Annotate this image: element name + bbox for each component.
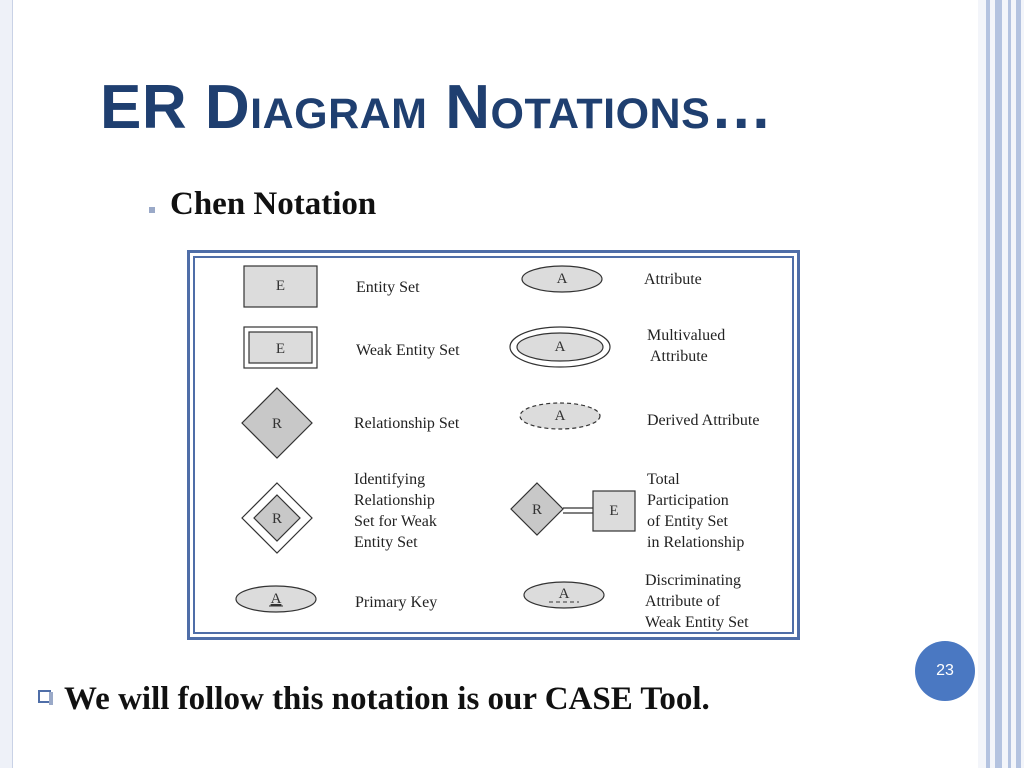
multivalued-attribute-inner-symbol	[516, 332, 604, 362]
relationship-set-symbol	[241, 387, 313, 459]
total-participation-label-line-3: of Entity Set	[647, 513, 728, 530]
attribute-label: Attribute	[644, 271, 702, 288]
total-participation-label-line-1: Total	[647, 471, 680, 488]
total-participation-row: R E Total Participation of Entity Set in…	[510, 471, 744, 551]
slide-title: ER Diagram Notations…	[100, 73, 773, 142]
discriminating-attribute-label-line-3: Weak Entity Set	[645, 614, 749, 631]
multivalued-attribute-label-line-2: Attribute	[650, 348, 708, 365]
total-participation-entity-text: E	[609, 503, 618, 519]
derived-attribute-label: Derived Attribute	[647, 412, 759, 429]
identifying-relationship-label-line-3: Set for Weak	[354, 513, 437, 530]
identifying-relationship-label-line-1: Identifying	[354, 471, 425, 488]
derived-attribute-row: A Derived Attribute	[519, 402, 759, 430]
total-participation-relationship-symbol	[510, 482, 564, 536]
identifying-relationship-symbol-text: R	[272, 511, 282, 527]
attribute-symbol-text: A	[557, 271, 568, 287]
identifying-relationship-label-line-4: Entity Set	[354, 534, 418, 551]
entity-set-label: Entity Set	[356, 279, 420, 296]
primary-key-symbol-text: A	[271, 591, 282, 607]
page-number-badge: 23	[915, 641, 975, 701]
discriminating-attribute-symbol	[523, 581, 605, 609]
discriminating-attribute-symbol-text: A	[559, 586, 570, 602]
relationship-set-label: Relationship Set	[354, 415, 460, 432]
entity-set-row: E Entity Set	[243, 265, 420, 308]
total-participation-relationship-text: R	[532, 502, 542, 518]
primary-key-symbol	[235, 585, 317, 613]
identifying-relationship-label-line-2: Relationship	[354, 492, 435, 509]
weak-entity-set-inner-symbol	[248, 331, 313, 364]
multivalued-attribute-row: A Multivalued Attribute	[509, 326, 725, 368]
weak-entity-set-row: E Weak Entity Set	[243, 326, 460, 369]
slide-subtitle: Chen Notation	[170, 186, 377, 222]
footer-statement: We will follow this notation is our CASE…	[64, 681, 710, 717]
notation-legend: E Entity Set E Weak Entity Set R Relatio…	[235, 265, 759, 631]
total-participation-label-line-2: Participation	[647, 492, 729, 509]
total-participation-entity-symbol	[592, 490, 636, 532]
weak-entity-set-label: Weak Entity Set	[356, 342, 460, 359]
entity-set-symbol-text: E	[276, 278, 285, 294]
bullet-icon	[149, 207, 155, 213]
checkbox-bullet-icon	[38, 690, 53, 705]
total-participation-label-line-4: in Relationship	[647, 534, 744, 551]
attribute-row: A Attribute	[521, 265, 702, 293]
attribute-symbol	[521, 265, 603, 293]
weak-entity-set-symbol-text: E	[276, 341, 285, 357]
multivalued-attribute-label-line-1: Multivalued	[647, 327, 725, 344]
relationship-set-symbol-text: R	[272, 416, 282, 432]
discriminating-attribute-row: A Discriminating Attribute of Weak Entit…	[523, 572, 749, 631]
primary-key-label: Primary Key	[355, 594, 437, 611]
relationship-set-row: R Relationship Set	[241, 387, 460, 459]
multivalued-attribute-symbol-text: A	[555, 339, 566, 355]
derived-attribute-symbol-text: A	[555, 408, 566, 424]
left-frame-border	[0, 0, 13, 768]
entity-set-symbol	[243, 265, 318, 308]
discriminating-attribute-label-line-2: Attribute of	[645, 593, 721, 610]
derived-attribute-symbol	[519, 402, 601, 430]
identifying-relationship-inner-symbol	[253, 494, 301, 542]
identifying-relationship-row: R Identifying Relationship Set for Weak …	[241, 471, 437, 554]
discriminating-attribute-label-line-1: Discriminating	[645, 572, 741, 589]
right-frame-border	[978, 0, 1024, 768]
primary-key-row: A Primary Key	[235, 585, 437, 613]
